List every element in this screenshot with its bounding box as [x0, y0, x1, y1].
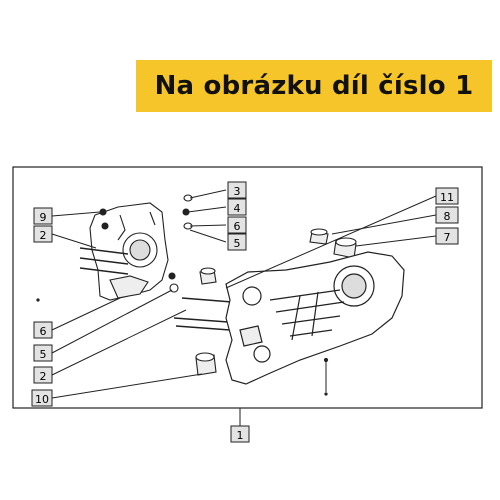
callout-4-label: 4: [234, 202, 241, 215]
callout-11: 11: [435, 187, 459, 205]
main-crankcase: [225, 251, 405, 385]
left-crankcase-half: [89, 202, 169, 301]
small-hardware: [168, 194, 193, 293]
part-number-banner: Na obrázku díl číslo 1: [136, 60, 492, 112]
callout-1: 1: [230, 425, 250, 443]
callout-7: 7: [435, 227, 459, 245]
callout-5-top-label: 5: [234, 237, 241, 250]
callout-10-label: 10: [35, 393, 49, 406]
callout-6-top: 6: [227, 216, 247, 234]
callout-5-top: 5: [227, 233, 247, 251]
callout-9: 9: [33, 207, 53, 225]
callout-6-left: 6: [33, 321, 53, 339]
callout-2-top: 2: [33, 225, 53, 243]
leader-lines: [51, 189, 437, 426]
callout-9-label: 9: [40, 211, 47, 224]
banner-text: Na obrázku díl číslo 1: [154, 71, 474, 101]
callout-2-bottom: 2: [33, 366, 53, 384]
callout-4: 4: [227, 198, 247, 216]
left-studs: [79, 247, 129, 275]
callout-6-top-label: 6: [234, 220, 241, 233]
ref-dot-case: [324, 392, 328, 396]
callout-3: 3: [227, 181, 247, 199]
callout-8-label: 8: [444, 210, 451, 223]
callout-3-label: 3: [234, 185, 241, 198]
callout-2-top-label: 2: [40, 229, 47, 242]
diagram-border: [12, 166, 483, 409]
callout-5-left-label: 5: [40, 348, 47, 361]
callout-6-left-label: 6: [40, 325, 47, 338]
callout-5-left: 5: [33, 344, 53, 362]
callout-7-label: 7: [444, 231, 451, 244]
callout-2-bottom-label: 2: [40, 370, 47, 383]
callout-1-label: 1: [237, 429, 244, 442]
callout-8: 8: [435, 206, 459, 224]
callout-11-label: 11: [440, 191, 454, 204]
main-studs: [173, 297, 233, 331]
callout-10: 10: [31, 389, 53, 407]
ref-dot-left: [36, 298, 40, 302]
